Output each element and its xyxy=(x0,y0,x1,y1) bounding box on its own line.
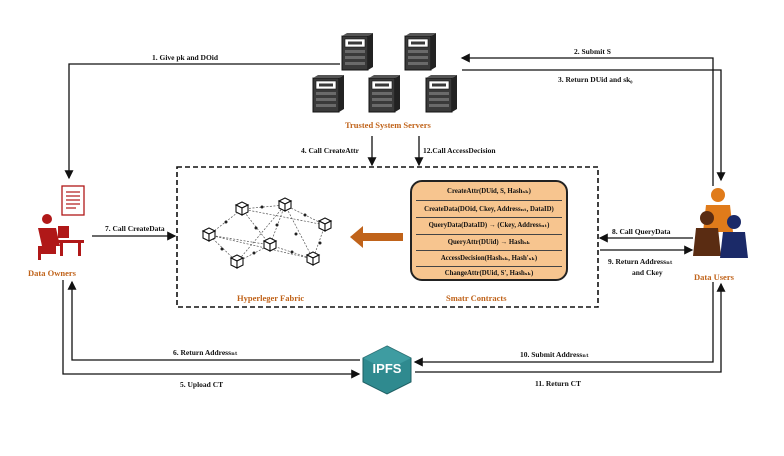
contract-change-attr: ChangeAttr(DUid, S', Hashₛₖ) xyxy=(444,270,534,277)
data-users-icon xyxy=(693,188,748,258)
step-2-label: 2. Submit S xyxy=(574,47,611,56)
data-users-label: Data Users xyxy=(694,272,734,282)
contract-query-attr: QueryAttr(DUid) → Hashₛₖ xyxy=(447,239,531,246)
step-4-label: 4. Call CreateAttr xyxy=(301,146,359,155)
blockchain-cubes xyxy=(202,197,332,269)
data-owner-icon xyxy=(38,185,85,260)
ipfs-label: IPFS xyxy=(372,361,402,376)
step-11-label: 11. Return CT xyxy=(535,379,582,388)
ipfs-icon xyxy=(362,345,412,395)
orange-arrow-icon xyxy=(350,226,403,248)
step-10-label: 10. Submit Addressₙₜ xyxy=(520,350,589,359)
step-8-label: 8. Call QueryData xyxy=(612,227,671,236)
contract-query-data: QueryData(DataID) → (Ckey, Addressₙₜ) xyxy=(428,222,550,229)
contract-create-attr: CreateAttr(DUid, S, Hashₛₖ) xyxy=(447,188,531,195)
step-9-label: 9. Return Addressₙₜ xyxy=(608,257,673,266)
trusted-servers-label: Trusted System Servers xyxy=(345,120,431,130)
contract-create-data: CreateData(DOid, Ckey, Addressₙₜ, DataID… xyxy=(424,206,554,213)
hyperledger-label: Hyperleger Fabric xyxy=(237,293,305,303)
step-7-label: 7. Call CreateData xyxy=(105,224,165,233)
server-icon xyxy=(312,32,458,113)
smart-contracts-box: CreateAttr(DUid, S, Hashₛₖ) CreateData(D… xyxy=(410,180,568,281)
contract-access-decision: AccessDecision(Hashₛₖ, Hash'ₛₖ) xyxy=(440,255,538,262)
blockchain-network-icon xyxy=(208,204,326,263)
blockchain-container xyxy=(176,166,599,308)
step-3-label: 3. Return DUid and sk₀ xyxy=(558,75,633,84)
smart-contracts-label: Smatr Contracts xyxy=(446,293,507,303)
step-1-label: 1. Give pk and DOid xyxy=(152,53,219,62)
step-5-label: 5. Upload CT xyxy=(180,380,224,389)
step-6-label: 6. Return Addressₙₜ xyxy=(173,348,238,357)
step-12-label: 12.Call AccessDecision xyxy=(423,146,496,155)
step-9-sub-label: and Ckey xyxy=(632,268,663,277)
data-owners-label: Data Owners xyxy=(28,268,76,278)
blockchain-node-dots xyxy=(220,205,322,255)
flow-arrows xyxy=(62,53,726,379)
